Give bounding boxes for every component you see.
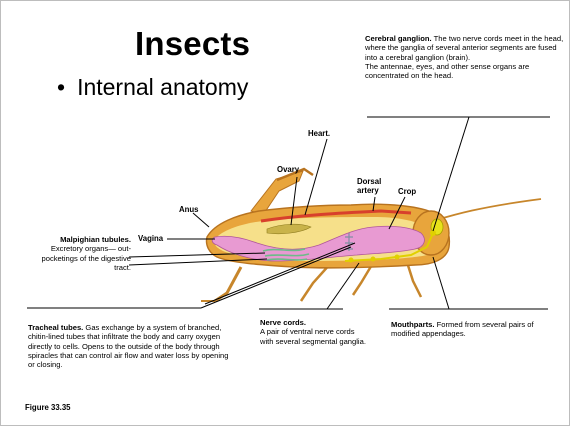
figure-label: Figure 33.35 [25,403,71,412]
mouthparts-heading: Mouthparts. [391,320,434,329]
mouthparts-pointer [433,257,449,309]
malpighian-tubules-text: Excretory organs— out-pocketings of the … [42,244,132,272]
tracheal-tubes-heading: Tracheal tubes. [28,323,83,332]
antenna [433,199,541,221]
anus-pointer [193,213,209,227]
dorsal-artery-label-2: artery [357,186,379,195]
nerve-cords-text: A pair of ventral nerve cords with sever… [260,327,366,345]
nerve-cords-callout: Nerve cords. A pair of ventral nerve cor… [260,318,370,346]
ovary-label: Ovary [277,165,299,174]
hind-tibia-2 [215,267,241,301]
segmental-ganglion-3 [395,255,400,260]
cerebral-ganglion-callout: Cerebral ganglion. The two nerve cords m… [365,34,565,80]
cerebral-ganglion-text-2: The antennae, eyes, and other sense orga… [365,62,529,80]
anus-label: Anus [179,205,199,214]
malpighian-tubules-heading: Malpighian tubules. [60,235,131,244]
vagina-label: Vagina [138,234,163,243]
malpighian-tubules-callout: Malpighian tubules. Excretory organs— ou… [25,235,131,272]
heart-pointer [305,139,327,215]
mouthparts-callout: Mouthparts. Formed from several pairs of… [391,320,561,339]
nerve-cords-heading: Nerve cords. [260,318,306,327]
cerebral-pointer [433,117,469,231]
crop-label: Crop [398,187,416,196]
middle-leg [301,263,331,301]
tracheal-tubes-callout: Tracheal tubes. Gas exchange by a system… [28,323,230,369]
heart-label: Heart. [308,129,330,138]
nerve-pointer [327,263,359,309]
cerebral-ganglion-heading: Cerebral ganglion. [365,34,432,43]
segmental-ganglion-2 [371,257,376,262]
segmental-ganglion-1 [349,258,354,263]
dorsal-artery-label-1: Dorsal [357,177,381,186]
